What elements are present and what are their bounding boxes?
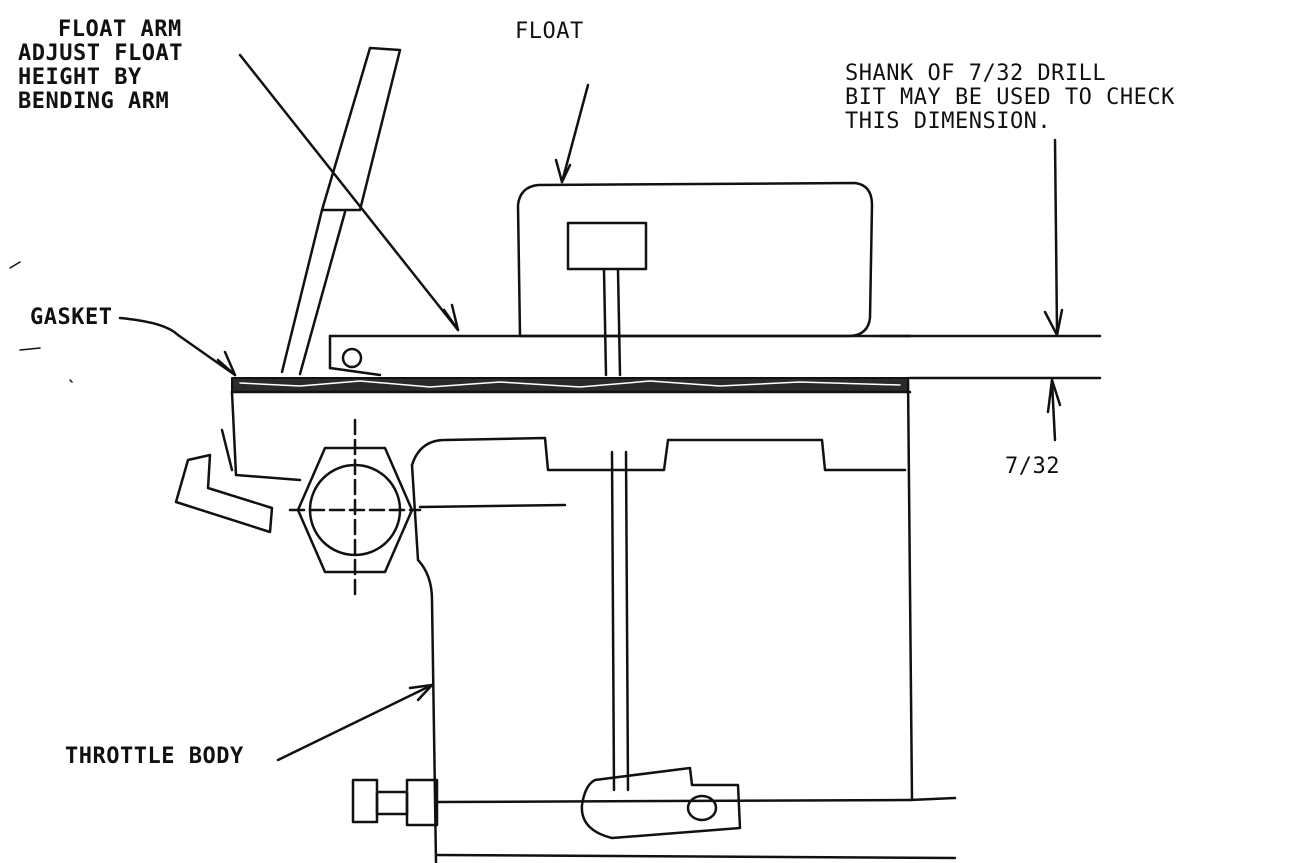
shank-note-line-1: SHANK OF 7/32 DRILL bbox=[845, 61, 1107, 86]
gasket-leader bbox=[118, 316, 237, 377]
throttle-body bbox=[174, 376, 914, 863]
gasket-label: GASKET bbox=[30, 305, 113, 330]
float-tab bbox=[566, 221, 648, 271]
dimension-label: 7/32 bbox=[1005, 454, 1060, 479]
float-leader bbox=[560, 83, 590, 184]
float-arm-line-2: ADJUST FLOAT bbox=[18, 41, 183, 66]
shank-note: SHANK OF 7/32 DRILL BIT MAY BE USED TO C… bbox=[845, 62, 1175, 134]
float-arm-label: FLOAT ARM ADJUST FLOAT HEIGHT BY BENDING… bbox=[18, 18, 183, 114]
float-arm-line-3: HEIGHT BY bbox=[18, 65, 142, 90]
throttle-body-label: THROTTLE BODY bbox=[65, 744, 244, 769]
dimension-markers bbox=[878, 138, 1102, 442]
float-label: FLOAT bbox=[515, 19, 584, 44]
shank-note-line-3: THIS DIMENSION. bbox=[845, 109, 1052, 134]
float-arm-line-4: BENDING ARM bbox=[18, 89, 170, 114]
float-arm-linkage bbox=[280, 46, 402, 376]
float-arm-line-1: FLOAT ARM bbox=[58, 17, 182, 42]
hinge-pin bbox=[341, 347, 363, 369]
shank-note-line-2: BIT MAY BE USED TO CHECK bbox=[845, 85, 1175, 110]
float-arm-leader bbox=[238, 53, 460, 332]
throttle-body-leader bbox=[276, 683, 434, 762]
stray-marks bbox=[9, 261, 73, 383]
float-stem-right bbox=[616, 268, 622, 377]
hex-nut bbox=[288, 418, 567, 602]
float-stem-left bbox=[602, 268, 608, 377]
adjustment-screw bbox=[351, 778, 957, 860]
gasket bbox=[231, 377, 909, 393]
leader-lines bbox=[118, 53, 590, 762]
throttle-rod bbox=[580, 450, 742, 840]
float-body bbox=[516, 181, 874, 377]
float-arm bbox=[328, 334, 912, 377]
